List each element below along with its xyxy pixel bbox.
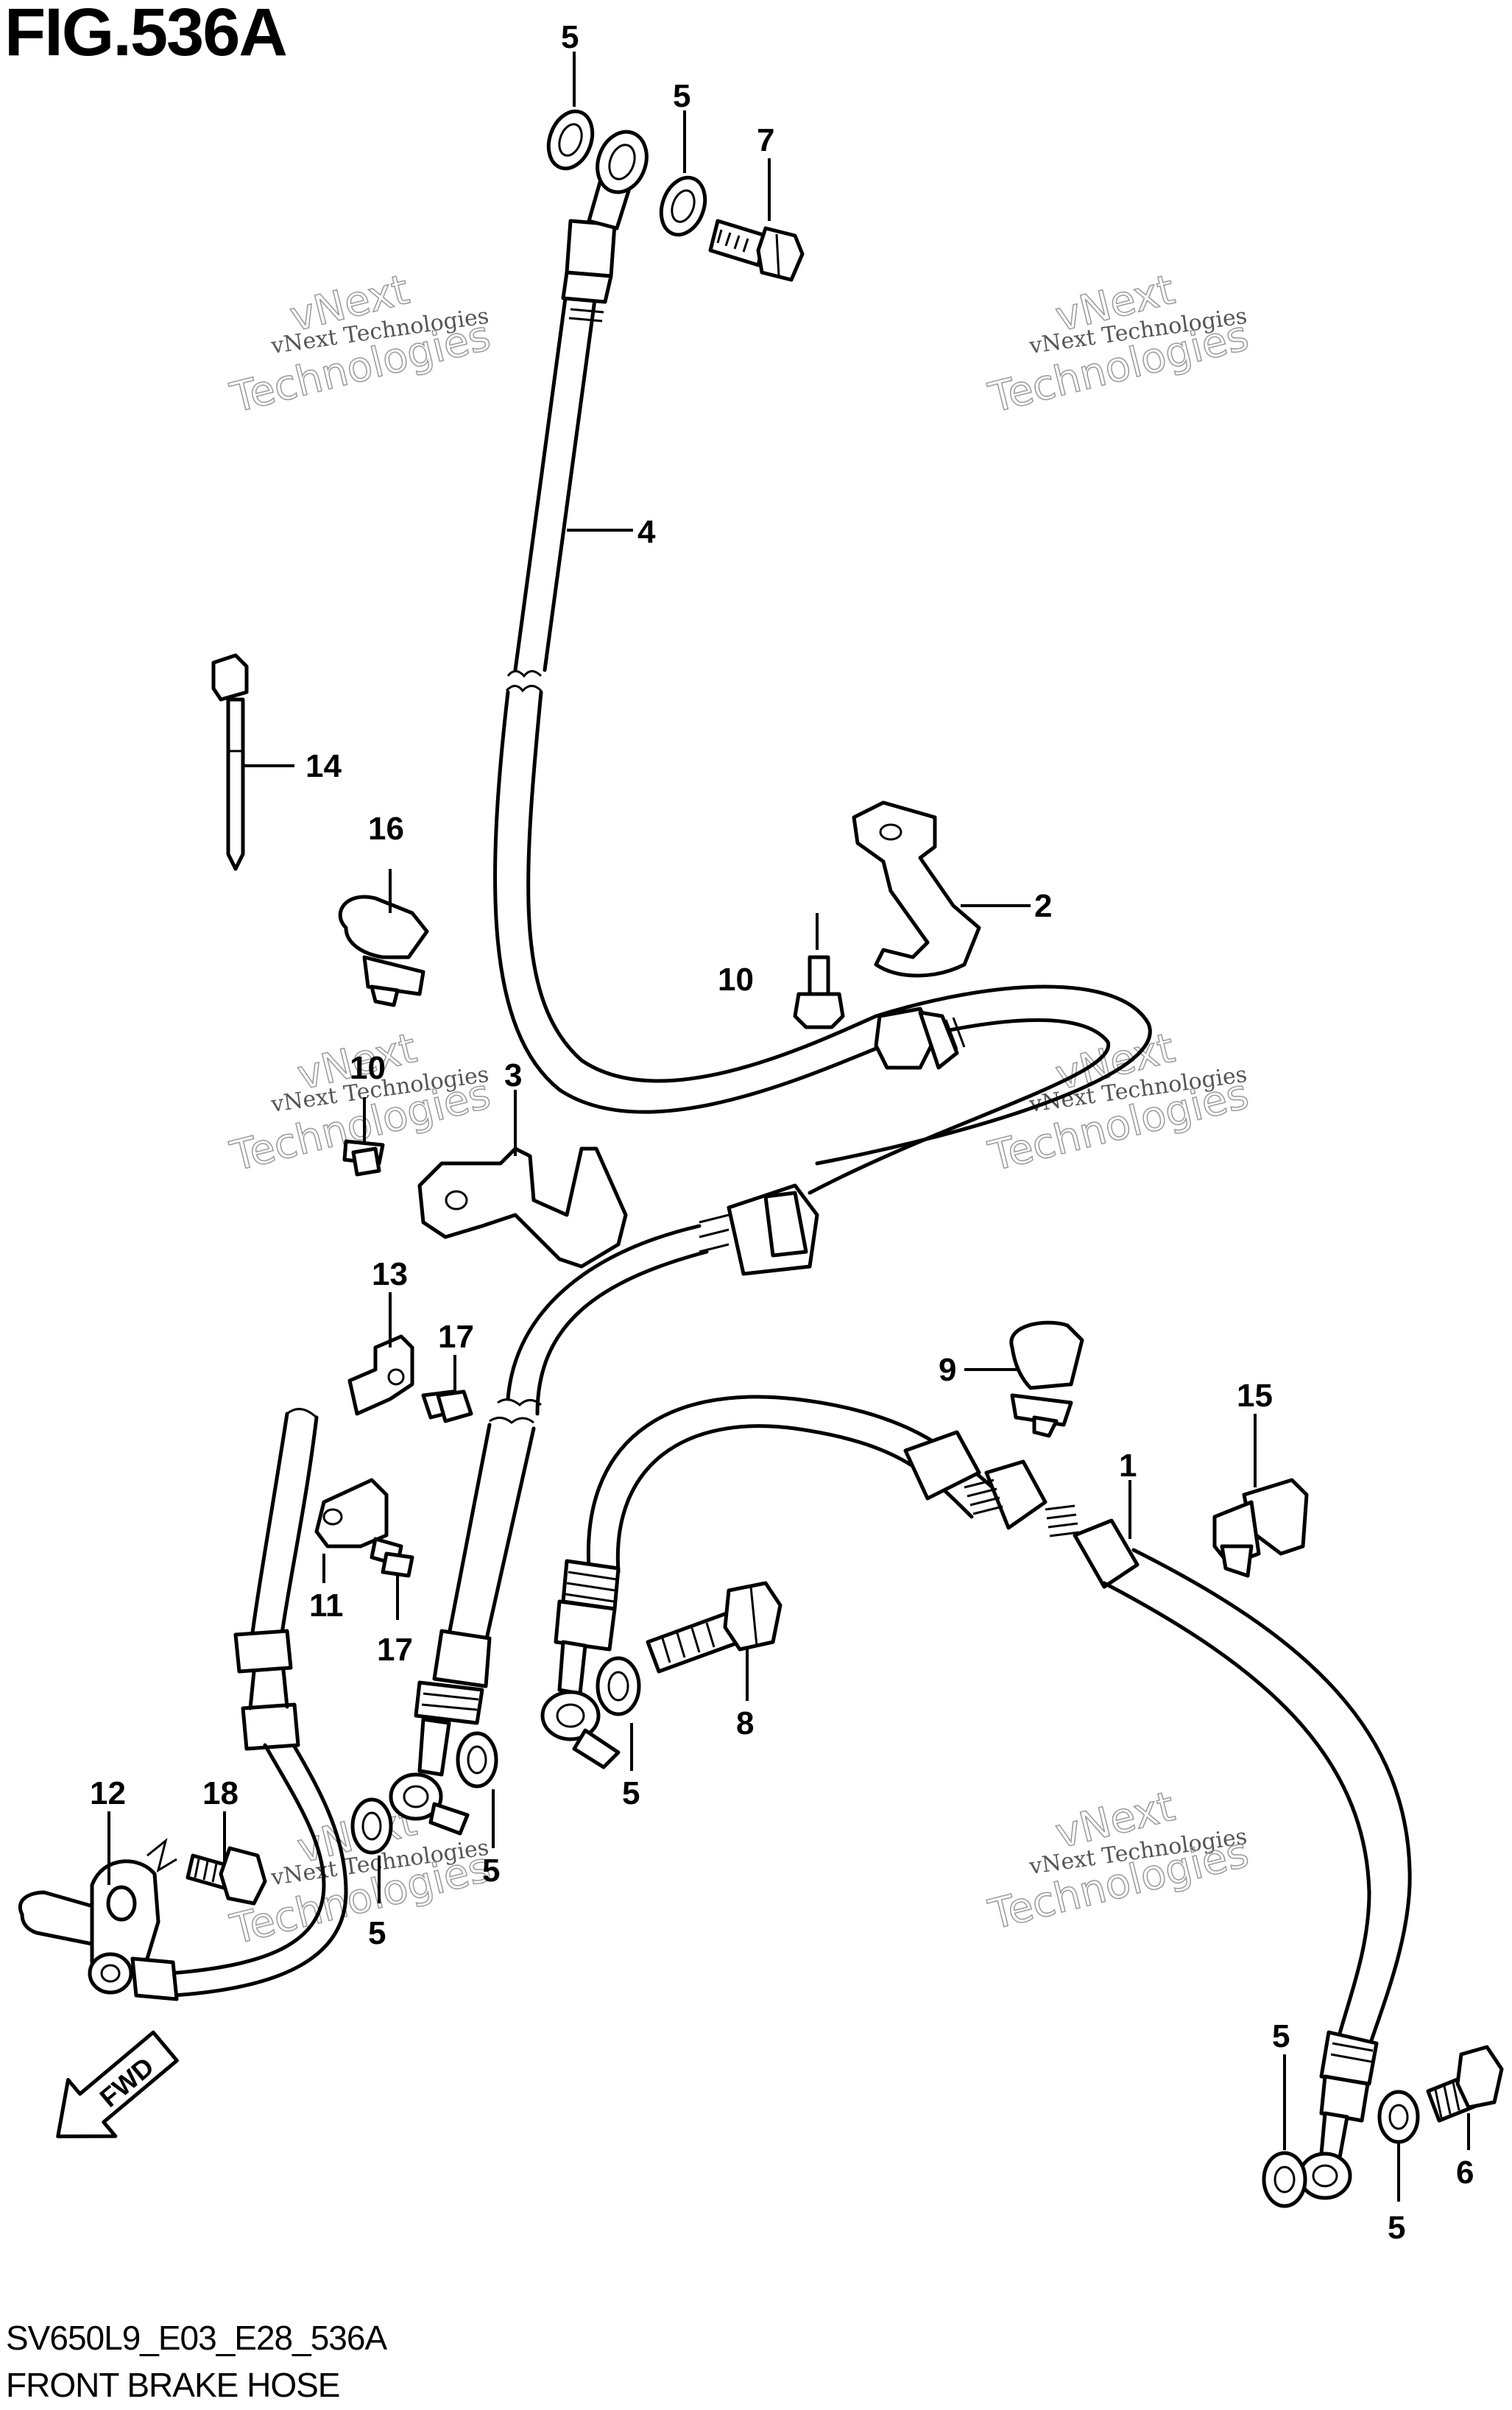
callout-4: 4 [637, 514, 656, 550]
callout-labels: 5 5 7 4 14 16 2 10 10 3 13 17 9 15 1 11 … [90, 19, 1474, 2246]
hose-lower-left [389, 1224, 709, 1836]
watermark-bottom-right: vNext Technologies vNext Technologies [983, 1782, 1254, 1939]
callout-1: 1 [1119, 1448, 1137, 1484]
callout-12: 12 [90, 1775, 126, 1811]
callout-9: 9 [939, 1352, 956, 1388]
washer-5-bottom-b [1377, 2090, 1420, 2144]
callout-5: 5 [622, 1775, 640, 1811]
bracket-11 [314, 1478, 389, 1548]
callout-5: 5 [482, 1853, 500, 1889]
bolt-18 [186, 1846, 267, 1906]
callout-10: 10 [718, 962, 754, 998]
leader-lines [107, 52, 1470, 2202]
callout-5: 5 [561, 19, 579, 55]
fwd-arrow-icon: FWD [56, 2030, 179, 2138]
hose-4 [493, 130, 886, 1114]
cable-tie-14 [211, 653, 249, 871]
bracket-13 [347, 1334, 414, 1416]
figure-code: SV650L9_E03_E28_536A [6, 2319, 387, 2357]
bracket-2 [852, 800, 981, 978]
callout-10: 10 [350, 1050, 386, 1086]
figure-title: FIG.536A [4, 0, 288, 70]
washer-5-top-b [659, 175, 707, 237]
washer-5-part8 [596, 1656, 641, 1716]
callout-6: 6 [1456, 2154, 1474, 2191]
callout-5: 5 [1272, 2018, 1290, 2054]
callout-5: 5 [1388, 2210, 1405, 2246]
watermark-mid-right: vNext Technologies vNext Technologies [983, 1023, 1254, 1181]
bolt-10-upper [793, 955, 845, 1029]
callout-3: 3 [504, 1057, 522, 1093]
callout-14: 14 [305, 748, 342, 784]
bolt-10-lower [342, 1139, 385, 1177]
callout-2: 2 [1034, 888, 1052, 924]
hose-sensor-left [167, 1408, 348, 1998]
callout-11: 11 [309, 1588, 344, 1624]
watermark-top-left: vNext Technologies vNext Technologies [225, 265, 495, 423]
sensor-12 [18, 1838, 179, 2001]
bolt-6 [1426, 2045, 1504, 2123]
bolt-7 [708, 219, 805, 282]
clamp-9 [1009, 1320, 1084, 1438]
callout-8: 8 [736, 1705, 754, 1741]
callout-17: 17 [377, 1632, 413, 1668]
hose-junction [699, 984, 1152, 1276]
hose-1 [540, 1395, 1412, 2200]
callout-5: 5 [368, 1915, 386, 1951]
callout-5: 5 [673, 78, 690, 114]
bolt-17-upper [421, 1389, 473, 1423]
bolt-17-lower [370, 1537, 414, 1578]
washer-5-lower-left-a [350, 1797, 393, 1855]
callout-15: 15 [1237, 1378, 1273, 1414]
clamp-15 [1212, 1478, 1309, 1578]
washer-5-lower-left-b [456, 1731, 498, 1789]
bolt-8 [646, 1581, 783, 1674]
bracket-3 [417, 1146, 628, 1269]
clamp-16 [338, 895, 429, 1007]
callout-13: 13 [372, 1256, 408, 1292]
washer-5-bottom-a [1262, 2151, 1307, 2208]
callout-18: 18 [202, 1775, 239, 1811]
callout-16: 16 [368, 811, 404, 847]
washer-5-top-a [546, 109, 595, 171]
callout-17: 17 [438, 1319, 474, 1355]
callout-7: 7 [757, 122, 774, 158]
figure-name: FRONT BRAKE HOSE [6, 2366, 340, 2404]
watermark-top-right: vNext Technologies vNext Technologies [983, 265, 1254, 423]
